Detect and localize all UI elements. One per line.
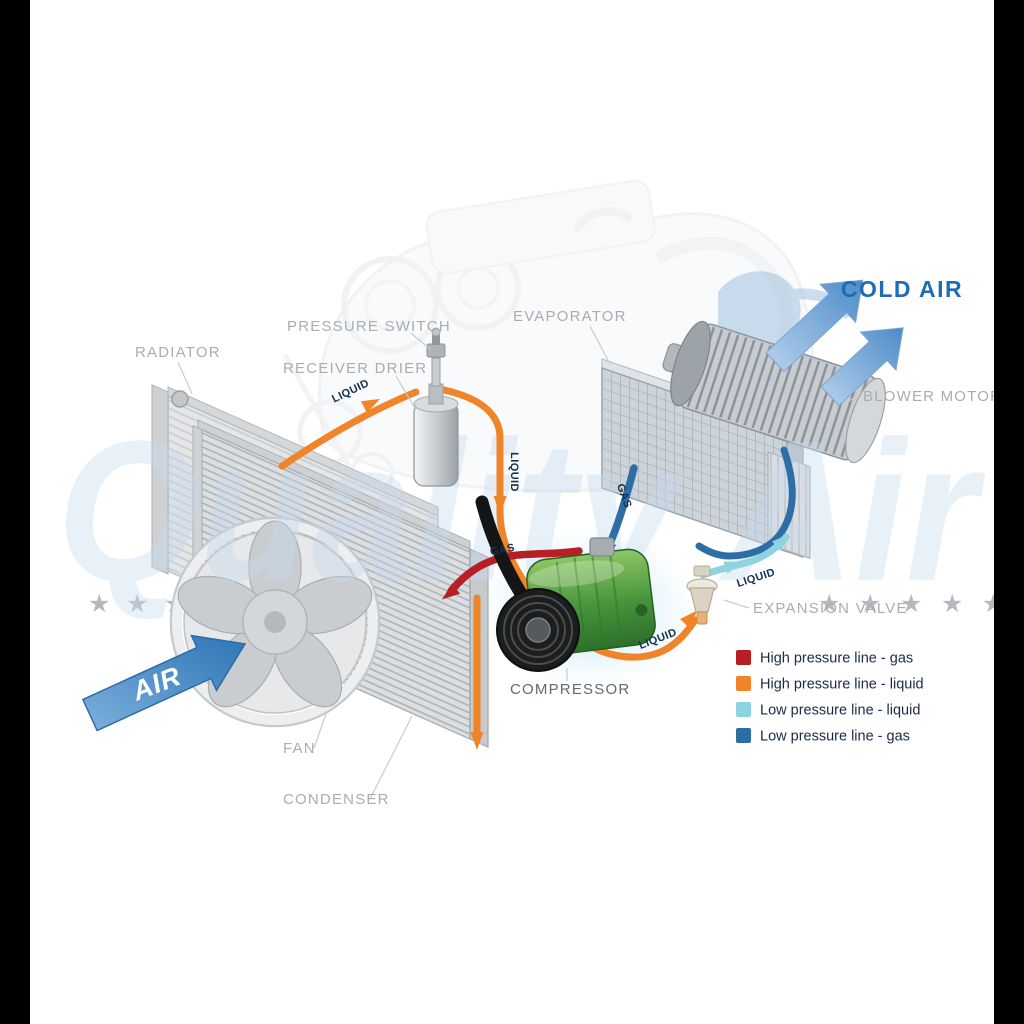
legend-label: Low pressure line - gas (760, 729, 910, 745)
star-icon: ★ (982, 590, 994, 618)
star-icon: ★ (818, 590, 840, 618)
pipe-high-pressure-liquid (278, 388, 420, 470)
label-blower-motor: BLOWER MOTOR (863, 388, 994, 405)
leader-line (313, 713, 327, 749)
ac-system-diagram: ★ ★ ★ ★ ★ ★ ★ ★ ★ ★ (57, 179, 994, 808)
label-fan: FAN (283, 740, 316, 757)
flow-arrow-icon (772, 533, 790, 551)
pipe-high-pressure-gas (447, 547, 583, 595)
compressor (475, 495, 656, 672)
compressor-suction-port (589, 537, 615, 557)
leader-line (410, 332, 432, 351)
flow-arrow-icon (680, 610, 698, 628)
flow-arrow-icon (493, 496, 507, 514)
leader-line (841, 395, 860, 405)
leader-line (395, 375, 417, 411)
legend-row: Low pressure line - gas (736, 728, 910, 745)
cold-air-label: COLD AIR (841, 276, 963, 302)
legend-swatch-high-pressure-gas (736, 650, 751, 665)
pipe-low-pressure-gas (695, 446, 796, 560)
cold-air-arrow-icon (765, 279, 864, 373)
cold-air-arrow-icon (820, 327, 904, 407)
leader-line (177, 361, 193, 395)
label-evaporator: EVAPORATOR (513, 308, 627, 325)
pressure-switch (426, 327, 446, 387)
label-receiver-drier: RECEIVER DRIER (283, 360, 427, 377)
star-icon: ★ (900, 590, 922, 618)
legend-swatch-high-pressure-liquid (736, 676, 751, 691)
radiator-filler-cap (171, 390, 189, 408)
legend-row: High pressure line - gas (736, 650, 913, 667)
flow-label-gas: GAS (489, 542, 516, 559)
star-icon: ★ (859, 590, 881, 618)
air-flow-arrow: AIR (81, 634, 247, 732)
flow-arrow-icon (361, 398, 381, 413)
legend-label: Low pressure line - liquid (760, 703, 920, 719)
flow-label-liquid: LIQUID (508, 452, 520, 492)
label-pressure-switch: PRESSURE SWITCH (287, 318, 451, 335)
label-radiator: RADIATOR (135, 344, 221, 361)
legend-label: High pressure line - liquid (760, 677, 924, 693)
fan (169, 516, 381, 728)
leader-line (369, 715, 413, 800)
legend-label: High pressure line - gas (760, 651, 913, 667)
air-arrow-icon (81, 634, 247, 732)
cold-air-flow: COLD AIR (765, 276, 963, 407)
legend: High pressure line - gas High pressure l… (736, 650, 924, 745)
legend-row: High pressure line - liquid (736, 676, 924, 693)
legend-row: Low pressure line - liquid (736, 702, 920, 719)
label-expansion-valve: EXPANSION VALVE (753, 600, 908, 617)
compressor-pulley (496, 588, 580, 672)
component-labels: RADIATOR PRESSURE SWITCH RECEIVER DRIER … (135, 308, 994, 808)
expansion-valve (686, 565, 718, 625)
label-condenser: CONDENSER (283, 791, 390, 808)
star-icon: ★ (941, 590, 963, 618)
legend-swatch-low-pressure-gas (736, 728, 751, 743)
star-icon: ★ (88, 590, 110, 618)
flow-arrow-icon (723, 561, 743, 574)
star-icon: ★ (126, 590, 148, 618)
diagram-canvas: ★ ★ ★ ★ ★ ★ ★ ★ ★ ★ (30, 0, 994, 1024)
leader-line (723, 599, 750, 609)
legend-swatch-low-pressure-liquid (736, 702, 751, 717)
flow-arrow-icon (470, 732, 484, 750)
flow-arrow-icon (441, 583, 461, 600)
receiver-drier (413, 383, 459, 487)
label-compressor: COMPRESSOR (510, 681, 630, 698)
leader-line (589, 325, 611, 365)
blower-motor (662, 320, 886, 464)
